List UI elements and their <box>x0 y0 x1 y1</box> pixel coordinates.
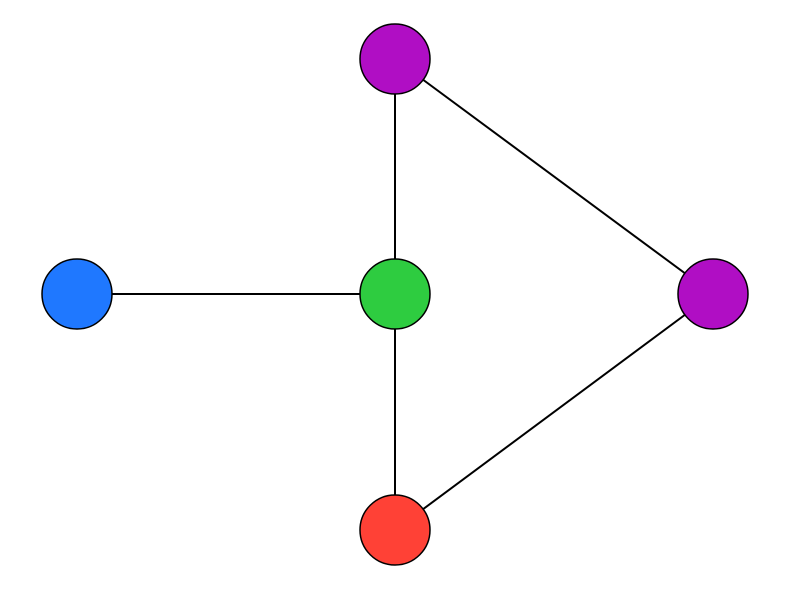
node-top <box>359 23 431 95</box>
edge-right-bottom <box>394 293 714 531</box>
nodes-layer <box>41 23 749 566</box>
node-center <box>359 258 431 330</box>
node-right <box>677 258 749 330</box>
edge-top-right <box>394 58 714 295</box>
edges-layer <box>77 58 714 531</box>
node-bottom <box>359 494 431 566</box>
node-left <box>41 258 113 330</box>
